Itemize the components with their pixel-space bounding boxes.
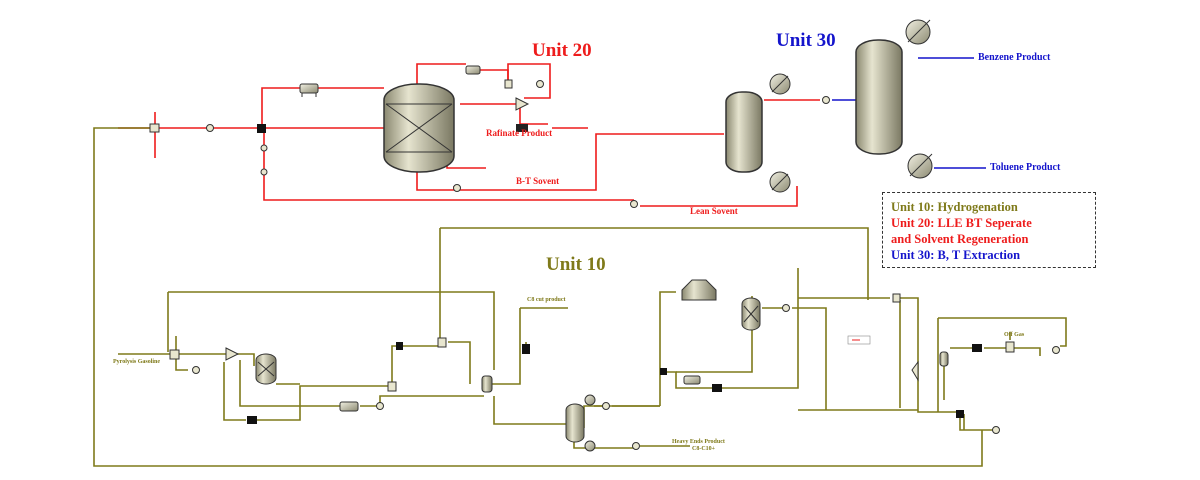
pump-icon[interactable] (192, 304, 1060, 450)
legend-unit30: Unit 30: B, T Extraction (891, 248, 1021, 262)
flash-drum-icon[interactable] (939, 351, 949, 367)
reboiler-icon[interactable] (584, 440, 596, 452)
condenser-icon[interactable] (769, 73, 791, 95)
flash-drum-icon[interactable] (481, 375, 493, 393)
annotation-box (847, 335, 871, 345)
legend-unit10: Unit 10: Hydrogenation (891, 200, 1018, 214)
valve-icon[interactable] (149, 123, 160, 133)
bt-solvent-label: B-T Sovent (516, 176, 560, 186)
distillation-column-icon[interactable] (855, 39, 903, 155)
mixer-icon[interactable] (1005, 341, 1015, 353)
off-gas-label: Off Gas (1004, 332, 1025, 338)
mixer-icon[interactable] (257, 124, 266, 133)
absorber-icon[interactable] (741, 297, 761, 331)
distillation-column-icon[interactable] (565, 403, 585, 443)
heat-exchanger-icon[interactable] (956, 344, 982, 418)
pyrolysis-gasoline-label: Pyrolysis Gasoline (113, 359, 161, 365)
c8-cut-product-label: C8 cut product (527, 297, 566, 303)
reboiler-icon[interactable] (769, 171, 791, 193)
compressor-icon[interactable] (225, 347, 240, 361)
condenser-icon[interactable] (584, 394, 596, 406)
extractor-icon[interactable] (383, 83, 455, 173)
heavy-ends-range-label: C8-C10+ (692, 446, 716, 452)
reboiler-icon[interactable] (907, 153, 933, 179)
heater-icon[interactable] (339, 401, 359, 412)
heat-exchanger-icon[interactable] (247, 416, 257, 424)
pump-icon[interactable] (206, 80, 830, 208)
benzene-product-label: Benzene Product (978, 52, 1051, 63)
condenser-icon[interactable] (905, 19, 931, 45)
reactor-icon[interactable] (255, 353, 277, 385)
toluene-product-label: Toluene Product (990, 162, 1061, 173)
heat-exchanger-icon[interactable] (660, 368, 722, 392)
valve-icon[interactable] (892, 293, 919, 382)
heavy-ends-label: Heavy Ends Product (672, 439, 725, 445)
legend: Unit 10: Hydrogenation Unit 20: LLE BT S… (882, 192, 1096, 268)
raffinate-product-label: Rafinate Product (486, 128, 553, 138)
unit30-streams (832, 57, 986, 169)
unit10-title: Unit 10 (546, 254, 606, 275)
heat-exchanger-icon[interactable] (516, 124, 528, 132)
valve-icon[interactable] (504, 79, 513, 89)
heater-icon[interactable] (465, 65, 481, 75)
legend-unit20-line1: Unit 20: LLE BT Seperate (891, 216, 1032, 230)
lean-solvent-label: Lean Sovent (690, 206, 738, 216)
unit30-title: Unit 30 (776, 30, 836, 51)
compressor-icon[interactable] (515, 97, 530, 111)
heater-icon[interactable] (683, 375, 701, 385)
valve-icon[interactable] (387, 337, 530, 392)
mixer-icon[interactable] (169, 349, 180, 360)
flash-drum-icon[interactable] (681, 279, 717, 301)
unit10-streams (93, 127, 1067, 467)
heater-icon[interactable] (299, 83, 319, 97)
unit20-title: Unit 20 (532, 40, 592, 61)
distillation-column-icon[interactable] (725, 91, 763, 173)
legend-unit20-line2: and Solvent Regeneration (891, 232, 1029, 246)
unit20-streams (118, 63, 820, 207)
